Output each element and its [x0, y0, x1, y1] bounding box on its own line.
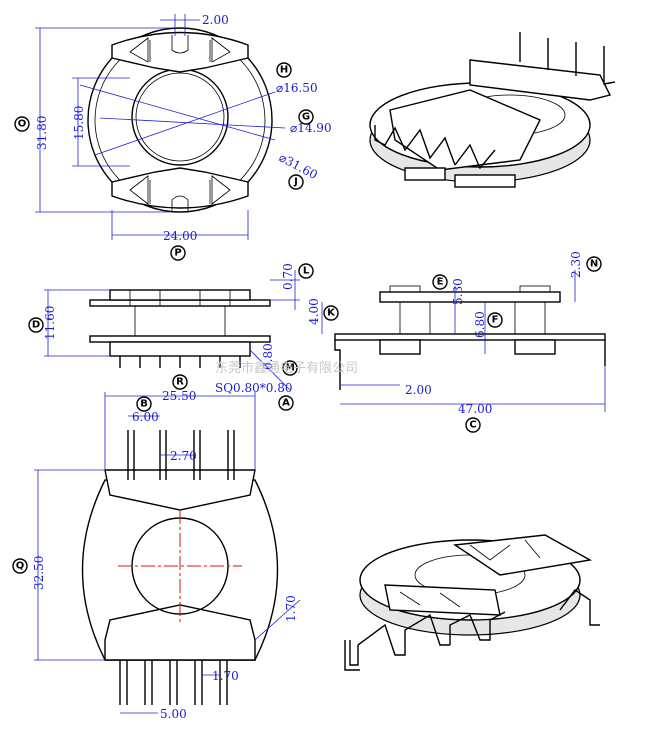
svg-text:B: B	[140, 399, 148, 410]
dim-flange-l: 0.70	[281, 263, 295, 290]
svg-text:F: F	[492, 315, 499, 326]
svg-text:Q: Q	[16, 561, 25, 572]
svg-text:C: C	[469, 420, 476, 431]
dim-inner-span: 15.80	[72, 106, 86, 140]
label-b: B	[136, 396, 152, 412]
label-f: F	[487, 312, 503, 328]
label-o: O	[14, 116, 30, 132]
dim-height-e: 5.30	[451, 278, 465, 305]
dim-dia-h: ⌀16.50	[276, 81, 318, 95]
label-k: K	[323, 305, 339, 321]
dim-height-d: 11.60	[43, 306, 57, 340]
label-l: L	[298, 263, 314, 279]
label-p: P	[170, 245, 186, 261]
label-c: C	[465, 417, 481, 433]
dim-side-gap: 1.70	[284, 595, 298, 622]
svg-text:H: H	[280, 65, 288, 76]
dim-pitch-b: 6.00	[132, 410, 159, 424]
dim-height-n: 2.30	[569, 251, 583, 278]
svg-text:O: O	[18, 119, 27, 130]
svg-text:D: D	[32, 320, 40, 331]
svg-text:J: J	[293, 177, 298, 188]
label-a: A	[278, 395, 294, 411]
svg-text:L: L	[303, 266, 310, 277]
dim-gap-k: 4.00	[307, 298, 321, 325]
side-view-left: 11.60 0.70 0.80 SQ0.80*0.80 L D M R A	[28, 263, 314, 411]
svg-text:K: K	[327, 308, 336, 319]
svg-text:N: N	[590, 259, 598, 270]
label-j: J	[288, 174, 304, 190]
dim-slot-width: 2.00	[202, 13, 229, 27]
label-e: E	[432, 274, 448, 290]
label-d: D	[28, 317, 44, 333]
dim-pin-m: 0.80	[261, 343, 275, 370]
isometric-view-top	[369, 32, 616, 188]
dim-pin-offset: 2.00	[405, 383, 432, 397]
dim-pin-spacing-small: 1.70	[212, 669, 239, 683]
label-m: M	[282, 360, 298, 376]
label-r: R	[172, 374, 188, 390]
label-h: H	[276, 62, 292, 78]
dim-pin-pitch-bottom: 5.00	[160, 707, 187, 721]
svg-text:P: P	[174, 248, 181, 259]
label-g: G	[298, 109, 314, 125]
top-view: 2.00 31.80 15.80 24.00 ⌀16.50 ⌀14.90 ⌀31…	[14, 13, 332, 261]
svg-text:R: R	[176, 377, 184, 388]
side-view-right: 4.00 5.30 6.80 2.30 2.00 47.00 K E F N C	[307, 251, 606, 433]
dim-pin-gap: 2.70	[170, 449, 197, 463]
watermark-text: 东莞市鑫通电子有限公司	[215, 360, 358, 376]
dim-width-r: 25.50	[162, 389, 196, 403]
label-n: N	[586, 256, 602, 272]
svg-text:E: E	[437, 277, 444, 288]
svg-text:M: M	[285, 363, 295, 374]
dim-height-q: 32.50	[32, 556, 46, 590]
dim-width-p: 24.00	[163, 229, 197, 243]
dim-height-total: 31.80	[35, 116, 49, 150]
bottom-view: 25.50 6.00 2.70 32.50 1.70 1.70 5.00 B Q	[12, 389, 301, 721]
dim-height-f: 6.80	[473, 311, 487, 338]
dim-pin-sq: SQ0.80*0.80	[215, 381, 293, 395]
svg-text:G: G	[302, 112, 310, 123]
label-q: Q	[12, 558, 28, 574]
isometric-view-bottom	[344, 534, 600, 671]
dim-length-c: 47.00	[458, 402, 492, 416]
svg-text:A: A	[282, 398, 290, 409]
dim-dia-g: ⌀14.90	[290, 121, 332, 135]
